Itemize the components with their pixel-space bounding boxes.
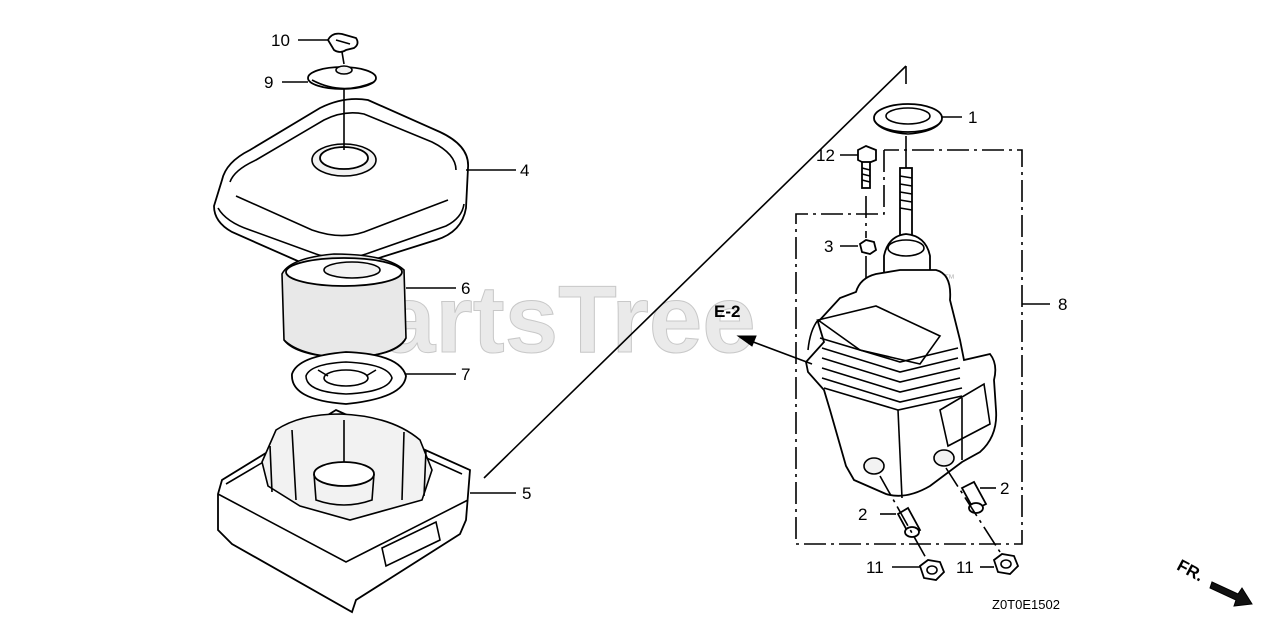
watermark-trademark: ™ bbox=[944, 273, 955, 285]
callout-12[interactable]: 12 bbox=[816, 146, 835, 165]
part-11-nut-right[interactable] bbox=[992, 553, 1020, 575]
part-9-wing-nut[interactable] bbox=[307, 65, 377, 90]
part-5-air-cleaner-case[interactable] bbox=[217, 408, 471, 614]
callout-10[interactable]: 10 bbox=[271, 31, 290, 50]
callout-6[interactable]: 6 bbox=[461, 279, 470, 298]
callout-3[interactable]: 3 bbox=[824, 237, 833, 256]
callout-2-right[interactable]: 2 bbox=[1000, 479, 1009, 498]
part-6-filter-element[interactable] bbox=[281, 253, 407, 359]
callout-7[interactable]: 7 bbox=[461, 365, 470, 384]
part-8-muffler[interactable] bbox=[805, 167, 998, 499]
part-2-tube-right[interactable] bbox=[960, 480, 988, 514]
callout-2-left[interactable]: 2 bbox=[858, 505, 867, 524]
callout-11-left[interactable]: 11 bbox=[866, 558, 884, 577]
part-1-gasket-ring[interactable] bbox=[873, 103, 943, 135]
callout-5[interactable]: 5 bbox=[522, 484, 531, 503]
callout-9[interactable]: 9 bbox=[264, 73, 273, 92]
e2-reference-arrow[interactable] bbox=[736, 335, 813, 365]
part-7-gasket[interactable] bbox=[291, 351, 407, 405]
front-direction-arrow bbox=[1209, 581, 1253, 607]
part-4-air-cleaner-cover[interactable] bbox=[213, 88, 469, 271]
callout-4[interactable]: 4 bbox=[520, 161, 529, 180]
reference-e2-label[interactable]: E-2 bbox=[714, 302, 740, 321]
part-12-bolt[interactable] bbox=[857, 145, 877, 189]
diagram-code: Z0T0E1502 bbox=[992, 597, 1060, 612]
front-label: FR. bbox=[1174, 556, 1207, 586]
callout-1[interactable]: 1 bbox=[968, 108, 977, 127]
callout-8[interactable]: 8 bbox=[1058, 295, 1067, 314]
part-11-nut-left[interactable] bbox=[918, 559, 946, 581]
part-3-nut[interactable] bbox=[858, 239, 878, 255]
part-10-clip[interactable] bbox=[326, 32, 359, 65]
callout-11-right[interactable]: 11 bbox=[956, 558, 974, 577]
